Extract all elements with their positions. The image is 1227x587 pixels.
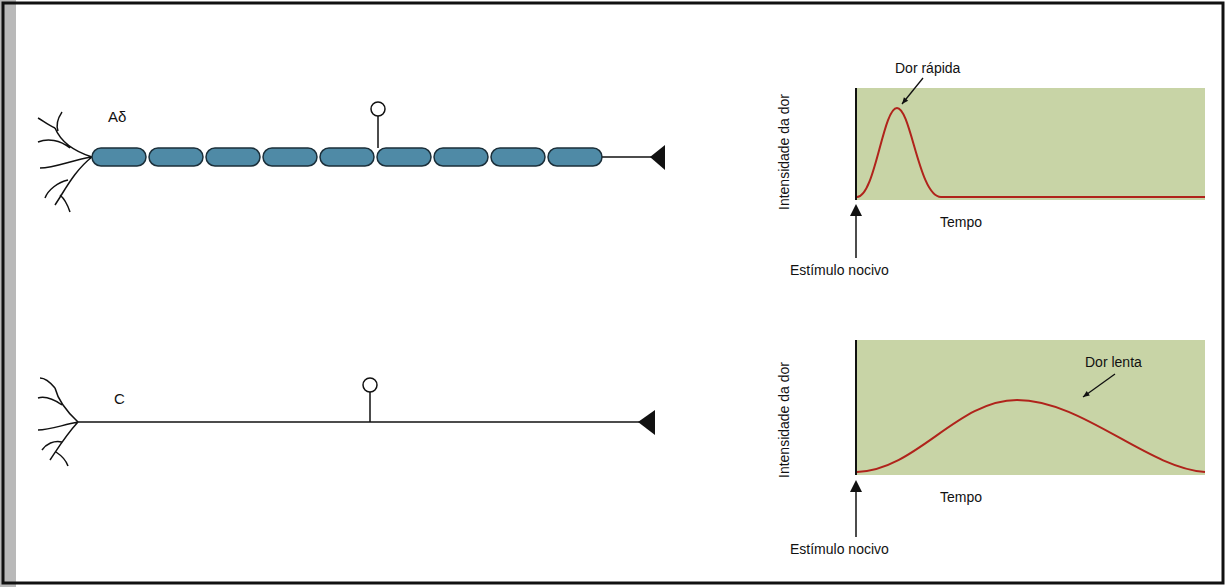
- frame: [3, 3, 1223, 583]
- myelin-sheath: [92, 148, 602, 166]
- stimulus-label: Estímulo nocivo: [790, 541, 889, 557]
- leader-arrowhead: [902, 97, 908, 104]
- stimulus-arrow: [855, 210, 857, 258]
- axis-label: Tempo: [940, 489, 982, 505]
- a-delta-fiber: [38, 102, 652, 212]
- leader-line: [1083, 374, 1115, 397]
- stimulus-label: Estímulo nocivo: [790, 262, 889, 278]
- axis-label: Intensidade da dor: [776, 362, 792, 478]
- curve-label: Dor lenta: [1085, 354, 1142, 370]
- fiber-label: Aδ: [108, 108, 126, 125]
- leader-line: [902, 78, 923, 104]
- stimulus-arrow: [855, 486, 857, 537]
- axis-label: Intensidade da dor: [776, 94, 792, 210]
- pain-curve: [857, 340, 1207, 475]
- pain-curve: [857, 108, 1205, 197]
- c-fiber: [38, 378, 640, 466]
- leader-arrowhead: [1083, 391, 1090, 397]
- curve-label: Dor rápida: [895, 60, 960, 76]
- axon-terminal: [638, 410, 655, 435]
- axon-terminal: [650, 145, 665, 170]
- graph-panel: Dor lenta: [855, 340, 1205, 475]
- pain-curve: [857, 88, 1207, 200]
- pain-curve: [857, 400, 1205, 472]
- fiber-label: C: [114, 390, 125, 407]
- axis-label: Tempo: [940, 214, 982, 230]
- graph-panel: Dor rápida: [855, 88, 1205, 200]
